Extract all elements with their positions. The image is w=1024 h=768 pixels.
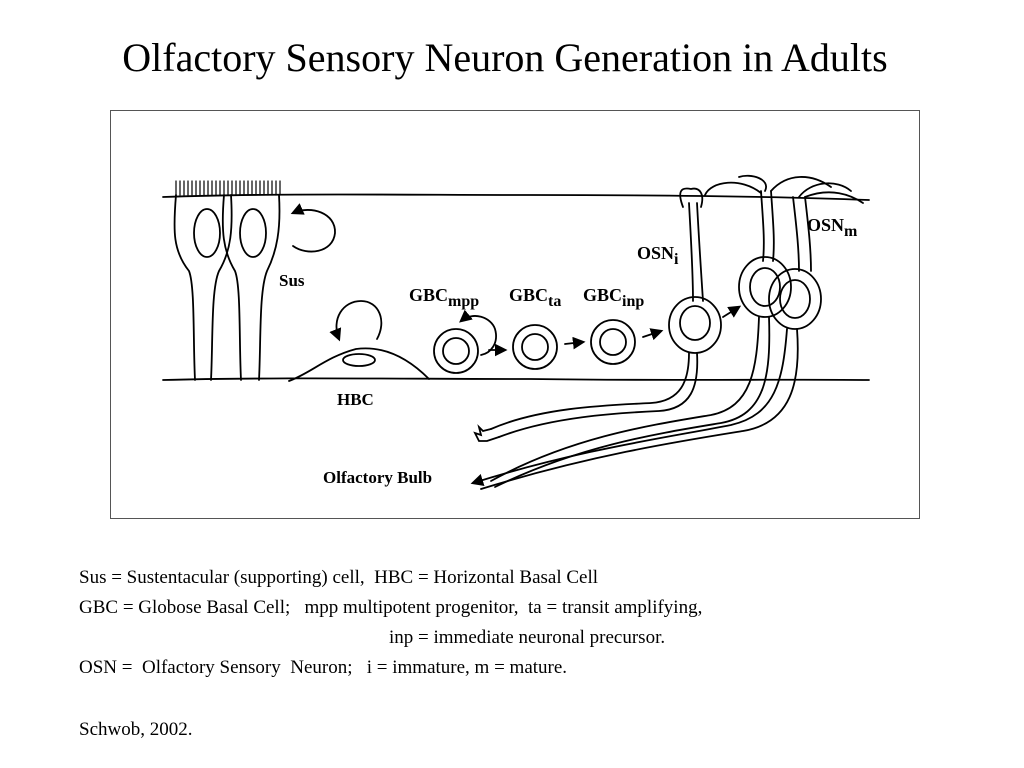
basal-lamina-line: [162, 377, 870, 381]
olfactory-epithelium-diagram: Sus HBC GBCmpp GBCta GBCinp OSNi OSNm Ol…: [162, 174, 870, 490]
sus-cell-1-nucleus: [193, 208, 221, 258]
label-osn-m-main: OSN: [807, 215, 844, 235]
osn-m2-cilia: [798, 182, 864, 204]
label-gbc-mpp-sub: mpp: [448, 293, 479, 310]
osn-m2-nucleus: [779, 279, 811, 319]
osn-m2-dendrite: [792, 196, 812, 272]
osn-i-knob: [679, 187, 704, 208]
label-gbc-mpp: GBCmpp: [409, 285, 479, 310]
osn-i-nucleus: [679, 305, 711, 341]
caption-line-4: OSN = Olfactory Sensory Neuron; i = imma…: [79, 657, 568, 678]
arrow-osn-i-to-osn-m: [722, 305, 742, 318]
label-osn-m: OSNm: [807, 215, 858, 240]
apical-surface-line: [162, 193, 870, 201]
osn-m1-axon: [490, 316, 771, 488]
label-sus: Sus: [279, 271, 305, 290]
osn-m1-cell: [738, 256, 792, 318]
arrow-inp-to-osn: [642, 328, 664, 341]
sus-renewal-arrow: [290, 203, 336, 253]
arrow-ta-to-inp: [564, 336, 586, 350]
gbc-mpp-cell: [433, 328, 479, 374]
label-gbc-inp-sub: inp: [622, 293, 644, 310]
gbc-mpp-renewal-arrow: [459, 309, 497, 356]
citation: Schwob, 2002.: [79, 719, 193, 740]
label-osn-i: OSNi: [637, 243, 679, 268]
sus-cell-1: [173, 194, 233, 381]
gbc-ta-cell: [512, 324, 558, 370]
hbc-renewal-arrow: [329, 300, 383, 342]
gbc-ta-nucleus: [521, 333, 549, 361]
figure-frame: Sus HBC GBCmpp GBCta GBCinp OSNi OSNm Ol…: [110, 110, 920, 519]
label-osn-i-main: OSN: [637, 243, 674, 263]
sus-cell-2-nucleus: [239, 208, 267, 258]
osn-m2-axon: [470, 328, 788, 486]
osn-m1-cilia: [704, 174, 832, 196]
osn-m2-cell: [768, 268, 822, 330]
label-hbc: HBC: [337, 390, 374, 409]
sus-cilia: [175, 180, 281, 196]
osn-m2-axon-outer: [480, 328, 799, 490]
slide-title: Olfactory Sensory Neuron Generation in A…: [122, 35, 888, 80]
gbc-mpp-nucleus: [442, 337, 470, 365]
label-gbc-ta-sub: ta: [548, 293, 561, 310]
label-gbc-inp-main: GBC: [583, 285, 622, 305]
label-osn-m-sub: m: [844, 223, 858, 240]
label-olfactory-bulb: Olfactory Bulb: [323, 468, 432, 487]
label-osn-i-sub: i: [674, 251, 679, 268]
osn-i-dendrite: [688, 202, 704, 302]
gbc-inp-nucleus: [599, 328, 627, 356]
caption-line-3: inp = immediate neuronal precursor.: [389, 627, 666, 648]
hbc-nucleus: [342, 353, 376, 367]
osn-i-growth-cone: [473, 424, 500, 442]
sus-cell-2: [221, 194, 281, 381]
osn-m1-nucleus: [749, 267, 781, 307]
caption-line-1: Sus = Sustentacular (supporting) cell, H…: [79, 567, 599, 588]
osn-m1-dendrite: [760, 190, 775, 262]
label-gbc-mpp-main: GBC: [409, 285, 448, 305]
label-gbc-ta-main: GBC: [509, 285, 548, 305]
label-gbc-inp: GBCinp: [583, 285, 644, 310]
osn-i-cell: [668, 296, 722, 354]
hbc-cell: [288, 347, 430, 382]
label-gbc-ta: GBCta: [509, 285, 561, 310]
gbc-inp-cell: [590, 319, 636, 365]
osn-i-axon: [490, 352, 699, 438]
caption-line-2: GBC = Globose Basal Cell; mpp multipoten…: [79, 597, 703, 618]
